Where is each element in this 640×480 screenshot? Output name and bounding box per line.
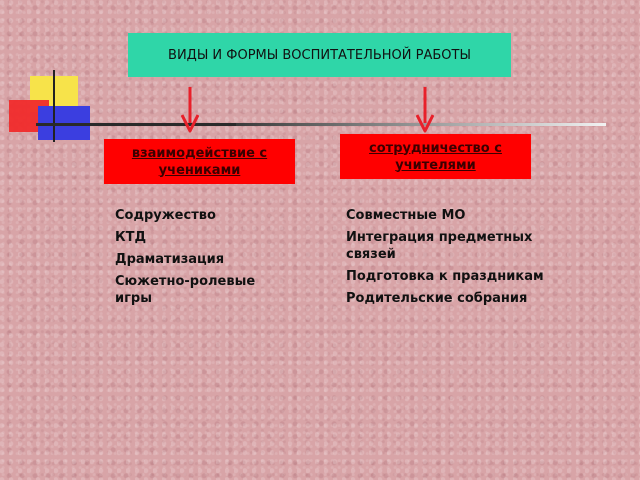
branch-label: сотрудничество с учителями <box>369 140 502 173</box>
list-item: Сюжетно-ролевые игры <box>115 274 256 306</box>
list-item: КТД <box>115 230 147 245</box>
diagram-title: ВИДЫ И ФОРМЫ ВОСПИТАТЕЛЬНОЙ РАБОТЫ <box>128 33 511 77</box>
list-item: Совместные МО <box>346 208 466 223</box>
branch-box-students: взаимодействие с учениками <box>104 139 295 184</box>
teachers-forms-list: Совместные МО Интеграция предметных связ… <box>346 207 556 312</box>
arrow-down-icon <box>416 87 434 133</box>
decor-vertical-line <box>53 70 55 142</box>
list-item: Интеграция предметных связей <box>346 230 533 262</box>
diagram-title-text: ВИДЫ И ФОРМЫ ВОСПИТАТЕЛЬНОЙ РАБОТЫ <box>168 47 471 63</box>
branch-box-teachers: сотрудничество с учителями <box>340 134 531 179</box>
list-item: Подготовка к праздникам <box>346 269 544 284</box>
decor-horizontal-line <box>36 123 236 126</box>
list-item: Содружество <box>115 208 216 223</box>
arrow-down-icon <box>181 87 199 133</box>
list-item: Драматизация <box>115 252 225 267</box>
students-forms-list: Содружество КТД Драматизация Сюжетно-рол… <box>115 207 285 312</box>
list-item: Родительские собрания <box>346 291 528 306</box>
branch-label: взаимодействие с учениками <box>131 145 268 178</box>
